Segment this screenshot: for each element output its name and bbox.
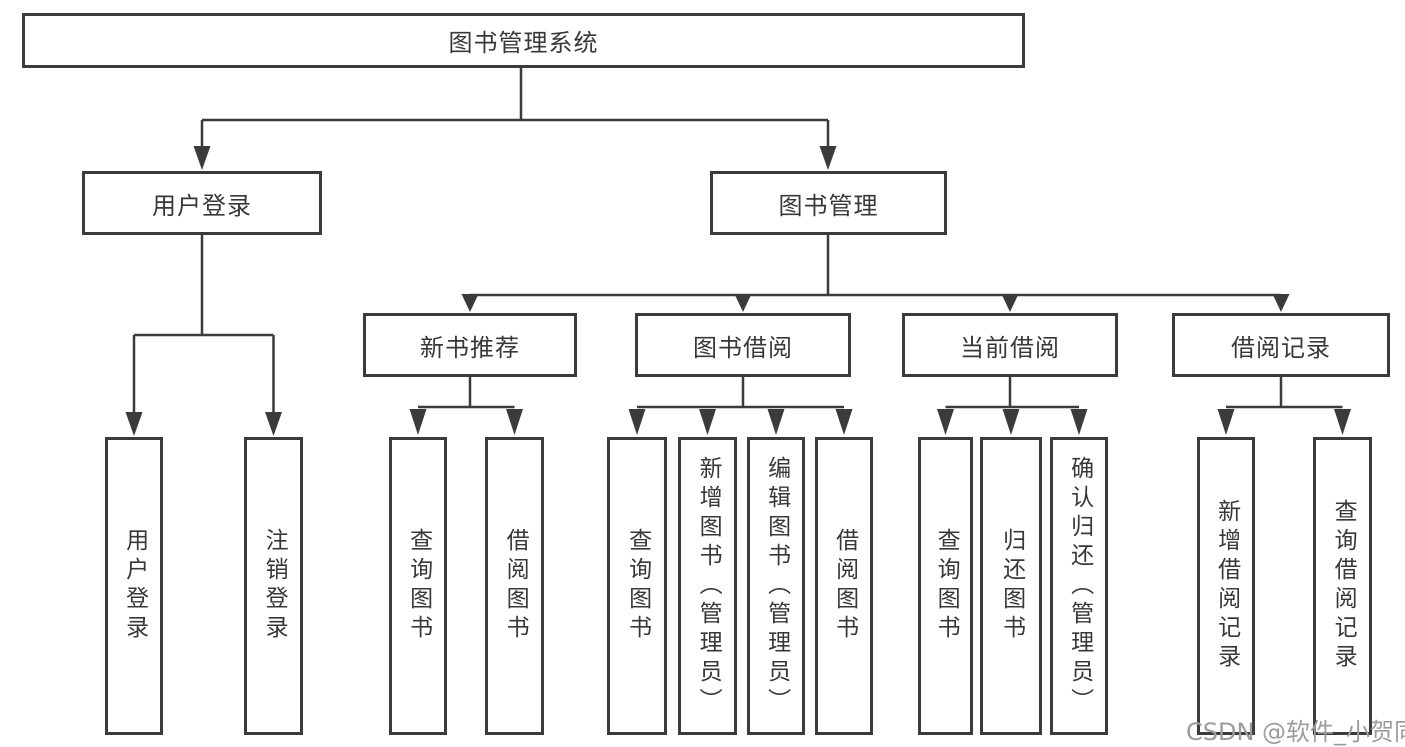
leaf-current-confirm-return-admin-label: 确认归还（管理员） bbox=[1066, 455, 1093, 717]
arrowhead bbox=[699, 409, 716, 435]
arrowhead bbox=[835, 409, 853, 435]
leaf-borrowing-add-books-admin-label: 新增图书（管理员） bbox=[695, 455, 722, 717]
arrowheads bbox=[125, 146, 1351, 436]
leaf-recommend-query-books-label: 查询图书 bbox=[405, 528, 432, 644]
arrowhead bbox=[1001, 294, 1019, 312]
leaf-record-add-borrow-record-label: 新增借阅记录 bbox=[1213, 499, 1240, 673]
node-borrowing-records-label: 借阅记录 bbox=[1231, 333, 1331, 362]
node-library-system-label: 图书管理系统 bbox=[448, 29, 599, 57]
leaf-current-query-books: 查询图书 bbox=[918, 437, 973, 735]
leaf-current-return-books-label: 归还图书 bbox=[998, 528, 1025, 644]
leaf-record-query-borrow-record: 查询借阅记录 bbox=[1313, 437, 1372, 735]
leaf-recommend-borrow-books-label: 借阅图书 bbox=[502, 528, 529, 644]
node-current-borrowing: 当前借阅 bbox=[902, 313, 1118, 377]
edge-currentborrow-to-leaves bbox=[945, 377, 1079, 409]
arrowhead bbox=[409, 409, 427, 435]
leaf-borrowing-borrow-books-label: 借阅图书 bbox=[831, 528, 858, 644]
arrowhead bbox=[506, 409, 523, 435]
leaf-current-confirm-return-admin: 确认归还（管理员） bbox=[1050, 437, 1108, 735]
leaf-recommend-borrow-books: 借阅图书 bbox=[485, 437, 544, 735]
arrowhead bbox=[125, 412, 143, 436]
leaf-record-add-borrow-record: 新增借阅记录 bbox=[1197, 437, 1255, 735]
node-current-borrowing-label: 当前借阅 bbox=[960, 333, 1060, 362]
edge-newbookrec-to-leaves bbox=[418, 377, 515, 409]
edge-userlogin-to-leaves bbox=[132, 235, 275, 416]
node-new-book-recommend-label: 新书推荐 bbox=[420, 333, 520, 362]
node-book-management-label: 图书管理 bbox=[778, 191, 879, 220]
arrowhead bbox=[193, 146, 211, 170]
arrowhead bbox=[937, 409, 954, 435]
edge-root-to-level2 bbox=[200, 68, 830, 150]
arrowhead bbox=[1002, 409, 1020, 435]
csdn-watermark: CSDN @软件_小贺同学 bbox=[1186, 718, 1405, 746]
node-new-book-recommend: 新书推荐 bbox=[363, 313, 577, 377]
leaf-borrowing-query-books-label: 查询图书 bbox=[624, 528, 651, 644]
arrowhead bbox=[1272, 294, 1290, 312]
leaf-record-query-borrow-record-label: 查询借阅记录 bbox=[1330, 499, 1357, 673]
leaf-borrowing-borrow-books: 借阅图书 bbox=[815, 437, 873, 735]
node-user-login-label: 用户登录 bbox=[152, 191, 252, 220]
edge-bookborrow-to-leaves bbox=[637, 377, 844, 409]
edge-bookmgmt-to-level3 bbox=[470, 235, 1281, 297]
node-user-login: 用户登录 bbox=[82, 171, 322, 235]
arrowhead bbox=[1070, 409, 1088, 435]
leaf-current-return-books: 归还图书 bbox=[980, 437, 1042, 735]
arrowhead bbox=[767, 409, 785, 435]
leaf-borrowing-edit-books-admin-label: 编辑图书（管理员） bbox=[763, 455, 790, 717]
node-library-system: 图书管理系统 bbox=[22, 13, 1025, 68]
node-borrowing-records: 借阅记录 bbox=[1172, 313, 1390, 377]
leaf-user-login: 用户登录 bbox=[105, 437, 163, 735]
leaf-logout-label: 注销登录 bbox=[261, 528, 288, 644]
edge-borrowrecord-to-leaves bbox=[1226, 377, 1343, 409]
node-book-borrowing: 图书借阅 bbox=[635, 313, 851, 377]
leaf-borrowing-query-books: 查询图书 bbox=[607, 437, 667, 735]
leaf-recommend-query-books: 查询图书 bbox=[389, 437, 447, 735]
arrowhead bbox=[628, 409, 646, 435]
leaf-borrowing-add-books-admin: 新增图书（管理员） bbox=[678, 437, 737, 735]
arrowhead bbox=[461, 294, 479, 312]
arrowhead bbox=[1334, 409, 1351, 435]
leaf-borrowing-edit-books-admin: 编辑图书（管理员） bbox=[747, 437, 805, 735]
arrowhead bbox=[1217, 409, 1235, 435]
node-book-management: 图书管理 bbox=[710, 171, 947, 235]
leaf-current-query-books-label: 查询图书 bbox=[933, 528, 960, 644]
leaf-logout: 注销登录 bbox=[244, 437, 303, 735]
arrowhead bbox=[734, 294, 752, 312]
leaf-user-login-label: 用户登录 bbox=[121, 528, 148, 644]
arrowhead bbox=[265, 412, 282, 436]
node-book-borrowing-label: 图书借阅 bbox=[693, 333, 793, 362]
arrowhead bbox=[819, 146, 837, 170]
connector-lines bbox=[132, 68, 1343, 416]
